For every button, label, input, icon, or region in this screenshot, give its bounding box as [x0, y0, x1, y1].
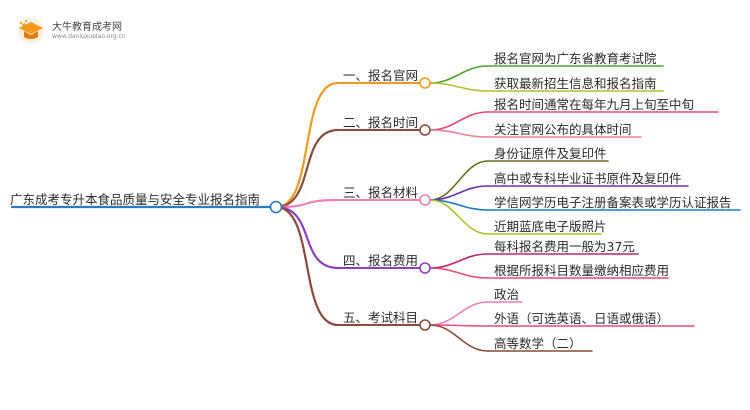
- logo-title: 大牛教育成考网: [52, 22, 122, 33]
- leaf-link: [429, 199, 489, 235]
- leaf-label: 政治: [494, 287, 520, 302]
- branch-label: 三、报名材料: [343, 185, 419, 200]
- leaf-link: [429, 129, 489, 138]
- root-node: [269, 200, 283, 214]
- branch-node: [419, 124, 431, 136]
- leaf-label: 每科报名费用一般为37元: [494, 239, 635, 254]
- branch-link: [274, 205, 340, 327]
- leaf-link: [429, 82, 489, 92]
- branch-node: [419, 319, 431, 331]
- leaf-label: 学信网学历电子注册备案表或学历认证报告: [494, 195, 732, 210]
- leaf-label: 获取最新招生信息和报名指南: [494, 76, 657, 91]
- root-label: 广东成考专升本食品质量与安全专业报名指南: [10, 192, 261, 207]
- branch-link: [274, 198, 340, 209]
- branch-node: [419, 77, 431, 89]
- leaf-link: [429, 301, 489, 326]
- leaf-label: 外语（可选英语、日语或俄语）: [494, 311, 670, 326]
- branch-link: [274, 128, 340, 209]
- branch-node: [419, 262, 431, 274]
- leaf-label: 高等数学（二）: [494, 336, 582, 351]
- leaf-label: 报名官网为广东省教育考试院: [494, 51, 657, 66]
- logo-url: www.daniuxueIao.org.cn: [52, 33, 126, 40]
- branch-label: 一、报名官网: [343, 68, 419, 83]
- leaf-label: 近期蓝底电子版照片: [494, 219, 607, 234]
- leaf-link: [429, 253, 489, 269]
- branch-label: 五、考试科目: [343, 310, 419, 325]
- leaf-label: 高中或专科毕业证书原件及复印件: [494, 171, 682, 186]
- leaf-link: [429, 160, 489, 201]
- branch-label: 四、报名费用: [343, 253, 419, 268]
- leaf-label: 身份证原件及复印件: [494, 146, 607, 161]
- leaf-link: [429, 267, 489, 279]
- leaf-label: 报名时间通常在每年九月上旬至中旬: [494, 97, 695, 112]
- leaf-label: 根据所报科目数量缴纳相应费用: [494, 263, 670, 278]
- leaf-link: [429, 111, 489, 131]
- logo: 大牛教育成考网 www.daniuxueIao.org.cn: [16, 14, 136, 48]
- branch-node: [419, 194, 431, 206]
- leaf-label: 关注官网公布的具体时间: [494, 122, 632, 137]
- branch-label: 二、报名时间: [343, 115, 419, 130]
- leaf-link: [429, 65, 489, 84]
- branch-link: [274, 81, 340, 209]
- branch-link: [274, 205, 340, 270]
- graduation-cap-icon: [18, 18, 44, 44]
- leaf-link: [429, 324, 489, 352]
